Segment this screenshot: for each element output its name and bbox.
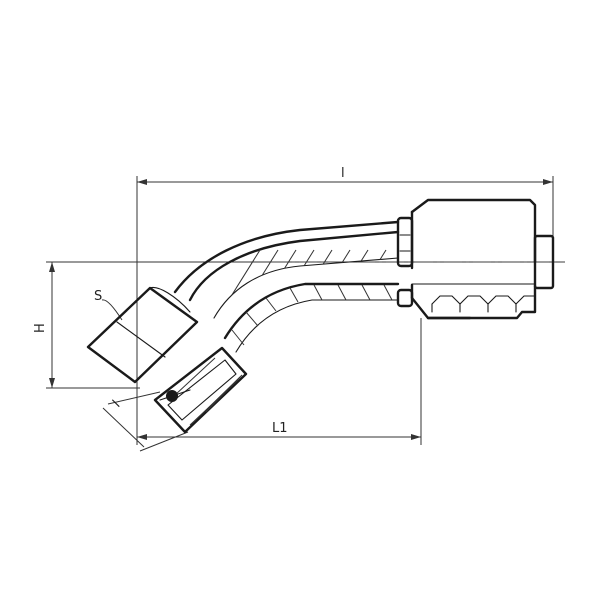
label-length-l1: L1 xyxy=(272,421,288,436)
bent-tube xyxy=(173,220,400,340)
label-overall-length: l xyxy=(341,166,345,181)
dimension-overall-length: l xyxy=(136,166,554,445)
lower-wall-section xyxy=(231,284,399,353)
label-thread-length: l xyxy=(110,398,123,411)
label-hex-size: S xyxy=(94,289,102,304)
hose-stub xyxy=(533,234,555,290)
hex-size-callout: S xyxy=(94,289,123,321)
swivel-nut xyxy=(86,286,199,384)
label-height: H xyxy=(33,323,48,333)
nipple-section xyxy=(153,346,248,434)
ferrule-serrations xyxy=(431,295,536,313)
ferrule xyxy=(410,198,537,320)
dimension-length-l1: L1 xyxy=(137,318,422,445)
